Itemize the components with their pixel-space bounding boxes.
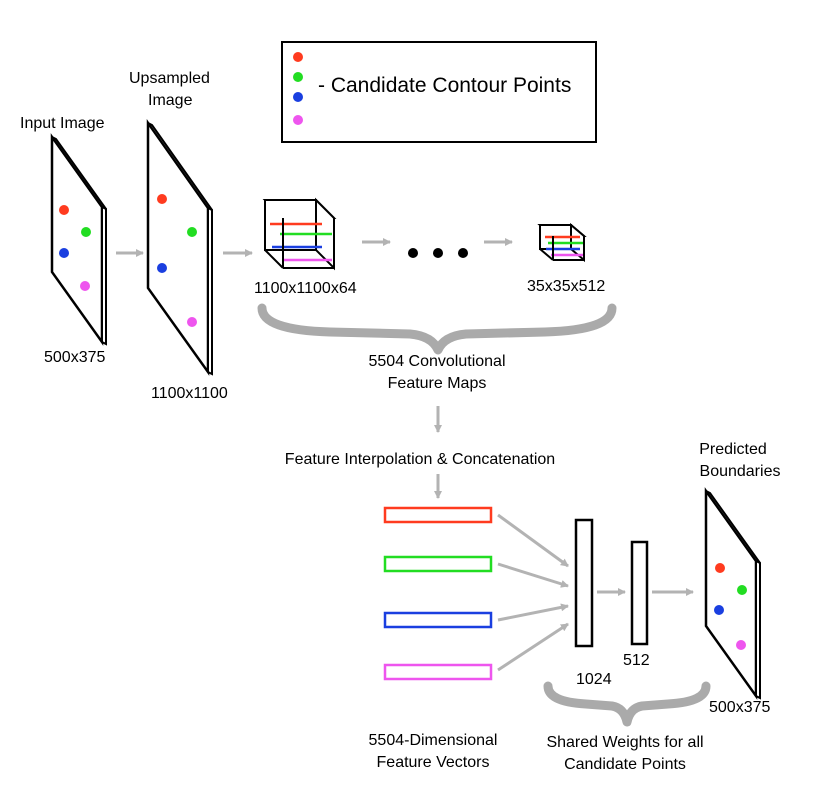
arrow-magenta-to-fc bbox=[497, 622, 569, 672]
feature-vector-blue bbox=[383, 611, 493, 629]
feature-maps-label-2: Feature Maps bbox=[388, 375, 487, 392]
last-feature-map-cube: 35x35x512 bbox=[527, 222, 605, 295]
predicted-boundaries-slab: Predicted Boundaries 500x375 bbox=[699, 441, 780, 716]
upsampled-green-dot bbox=[187, 227, 197, 237]
legend-green-dot bbox=[293, 72, 303, 82]
arrow-red-to-fc bbox=[497, 513, 569, 568]
input-red-dot bbox=[59, 205, 69, 215]
output-blue-dot bbox=[714, 605, 724, 615]
legend-blue-dot bbox=[293, 92, 303, 102]
upsampled-red-dot bbox=[157, 194, 167, 204]
legend-magenta-dot bbox=[293, 115, 303, 125]
feature-vectors-label-2: Feature Vectors bbox=[377, 754, 490, 771]
legend-red-dot bbox=[293, 52, 303, 62]
input-image-label: Input Image bbox=[20, 115, 105, 132]
shared-weights-brace bbox=[543, 681, 711, 727]
upsampled-label-1: Upsampled bbox=[129, 70, 210, 87]
fc-layer-1024-size: 1024 bbox=[576, 671, 612, 688]
last-feature-map-size: 35x35x512 bbox=[527, 278, 605, 295]
output-magenta-dot bbox=[736, 640, 746, 650]
ellipsis-dots bbox=[408, 248, 468, 258]
output-green-dot bbox=[737, 585, 747, 595]
feature-vector-red bbox=[383, 506, 493, 524]
predicted-size: 500x375 bbox=[709, 699, 770, 716]
first-feature-map-size: 1100x1100x64 bbox=[254, 280, 357, 297]
feature-maps-label-1: 5504 Convolutional bbox=[369, 353, 506, 370]
interpolation-label: Feature Interpolation & Concatenation bbox=[285, 451, 555, 468]
output-red-dot bbox=[715, 563, 725, 573]
legend: - Candidate Contour Points bbox=[281, 41, 597, 143]
feature-vectors bbox=[383, 506, 493, 681]
shared-weights-label-1: Shared Weights for all bbox=[546, 734, 703, 751]
input-blue-dot bbox=[59, 248, 69, 258]
input-image-slab: Input Image 500x375 bbox=[20, 115, 107, 366]
feature-vectors-label-1: 5504-Dimensional bbox=[369, 732, 498, 749]
first-feature-map-cube: 1100x1100x64 bbox=[254, 197, 357, 297]
upsampled-label-2: Image bbox=[148, 92, 193, 109]
fc-layer-1024 bbox=[574, 518, 594, 648]
upsampled-image-slab: Upsampled Image 1100x1100 bbox=[129, 70, 228, 402]
shared-weights-label-2: Candidate Points bbox=[564, 756, 686, 773]
arrow-green-to-fc bbox=[497, 562, 569, 588]
fc-layer-512-size: 512 bbox=[623, 652, 650, 669]
fc-layer-512 bbox=[630, 540, 649, 646]
feature-vector-magenta bbox=[383, 663, 493, 681]
input-green-dot bbox=[81, 227, 91, 237]
arrow-blue-to-fc bbox=[497, 603, 569, 622]
input-magenta-dot bbox=[80, 281, 90, 291]
upsampled-magenta-dot bbox=[187, 317, 197, 327]
feature-vector-green bbox=[383, 555, 493, 573]
legend-text: - Candidate Contour Points bbox=[318, 74, 571, 97]
predicted-label-1: Predicted bbox=[699, 441, 767, 458]
upsampled-image-size: 1100x1100 bbox=[151, 385, 228, 402]
predicted-label-2: Boundaries bbox=[700, 463, 781, 480]
upsampled-blue-dot bbox=[157, 263, 167, 273]
input-image-size: 500x375 bbox=[44, 349, 105, 366]
feature-maps-brace bbox=[257, 303, 617, 355]
